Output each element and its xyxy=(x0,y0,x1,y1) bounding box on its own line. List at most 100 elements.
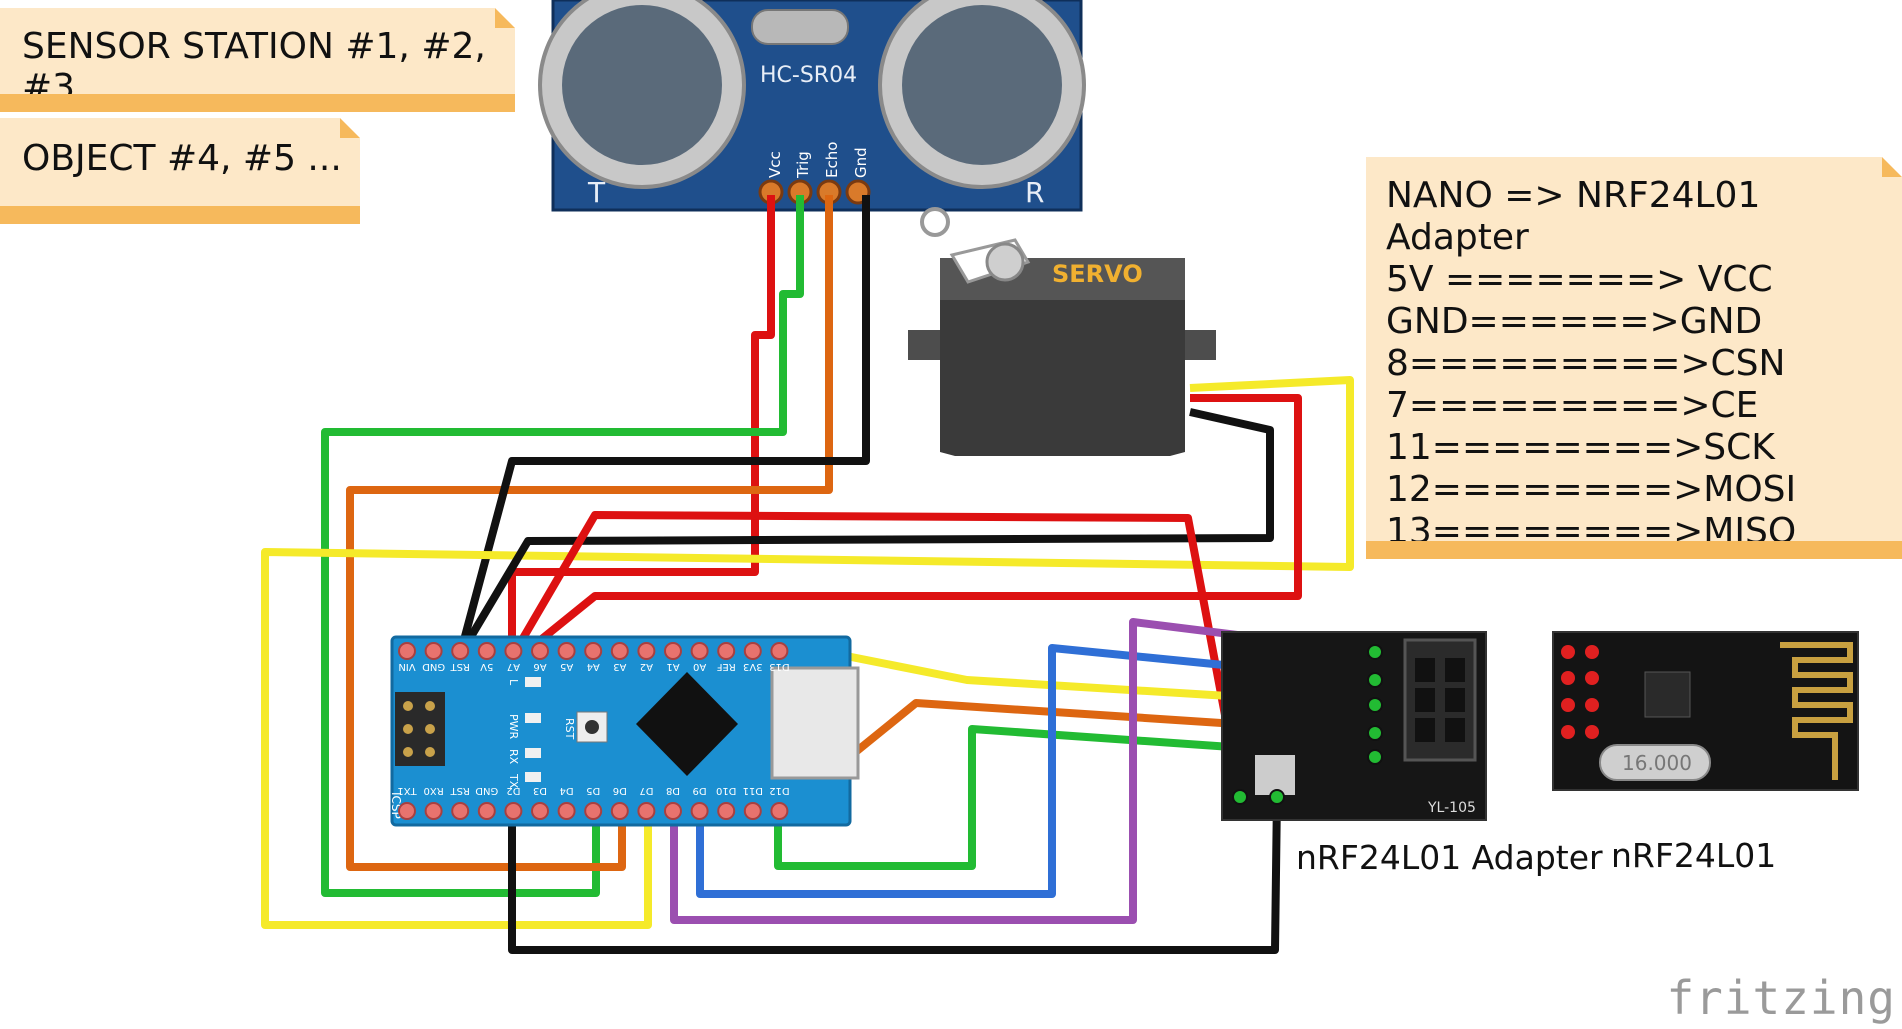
nano-side-label: TX xyxy=(507,773,520,789)
note-bar xyxy=(1366,541,1902,559)
wire-sensor-echo xyxy=(346,195,833,871)
note-sensor-stations-text: SENSOR STATION #1, #2, #3 xyxy=(22,26,486,108)
nano-pin-d2 xyxy=(504,802,523,820)
wire-sensor-gnd xyxy=(456,195,870,657)
pinmap-line: 8=========>CSN xyxy=(1386,343,1786,384)
adapter-pin-vcc xyxy=(1232,789,1248,805)
adapter-pin-sck xyxy=(1367,697,1383,713)
nano-pin-label: D6 xyxy=(613,785,627,796)
nano-pin-d9 xyxy=(690,802,709,820)
nano-leds: PWR TX RX L RST xyxy=(507,677,576,789)
radio-pin xyxy=(1585,698,1599,712)
adapter-pin-mosi xyxy=(1367,749,1383,765)
nano-pin-gnd xyxy=(424,642,443,660)
nano-side-label: L xyxy=(507,679,520,686)
nano-pin-tx1 xyxy=(398,802,416,820)
radio-crystal xyxy=(1599,744,1711,781)
nano-pin-d4 xyxy=(557,802,576,820)
nano-pin-ref xyxy=(717,642,736,660)
servo-motor: SERVO xyxy=(908,207,1216,456)
nano-pin-d8 xyxy=(664,802,682,820)
nano-pin-label: D9 xyxy=(693,785,707,796)
sensor-pin-label: Trig xyxy=(794,151,812,179)
sensor-mark-r: R xyxy=(1025,176,1044,209)
icsp-header: ICSP xyxy=(389,692,445,819)
servo-shaft xyxy=(985,242,1025,282)
nano-pin-label: A3 xyxy=(613,661,626,672)
nano-side-label: RST xyxy=(563,718,576,740)
nano-pin-label: D11 xyxy=(743,785,763,796)
nano-pin-d5 xyxy=(584,802,603,820)
radio-pin xyxy=(1561,645,1575,659)
nano-pin-label: D2 xyxy=(506,785,520,796)
nano-pin-rst xyxy=(451,802,470,820)
nano-pin-label: A7 xyxy=(507,661,520,672)
pinmap-line: 7=========>CE xyxy=(1386,385,1759,426)
radio-crystal-text: 16.000 xyxy=(1622,751,1692,775)
pinmap-line: 11========>SCK xyxy=(1386,427,1775,468)
radio-antenna-trace xyxy=(1780,642,1853,780)
nano-pin-label: 3V3 xyxy=(743,661,763,672)
note-fold xyxy=(340,118,360,138)
servo-horn-hole xyxy=(920,207,950,237)
wire-d7-ce xyxy=(670,618,1376,924)
note-bar xyxy=(0,94,515,112)
sensor-pin-label: Vcc xyxy=(766,151,784,178)
wires xyxy=(261,195,1376,954)
nano-pin-label: D8 xyxy=(666,785,680,796)
adapter-pin-gnd xyxy=(1269,789,1285,805)
pinmap-line: 5V =======> VCC xyxy=(1386,259,1773,300)
nano-pin-d6 xyxy=(610,802,629,820)
socket-hole xyxy=(1415,718,1435,742)
icsp-pin xyxy=(403,724,413,734)
radio-pin xyxy=(1561,725,1575,739)
icsp-pin xyxy=(425,701,435,711)
nano-pin-a4 xyxy=(584,642,603,660)
adapter-pin-csn xyxy=(1367,672,1383,688)
wire-sensor-trig xyxy=(321,195,804,897)
adapter-board-text: YL-105 xyxy=(1427,800,1476,816)
nano-pin-label: D12 xyxy=(769,785,789,796)
nano-pin-a2 xyxy=(637,642,656,660)
nano-pin-label: D7 xyxy=(639,785,653,796)
sensor-mesh-left xyxy=(562,5,722,165)
adapter-pin-ce xyxy=(1367,644,1383,660)
sensor-model-label: HC-SR04 xyxy=(760,63,857,88)
sensor-pin-label: Echo xyxy=(823,142,841,178)
note-fold xyxy=(1882,157,1902,177)
wire-servo-vcc xyxy=(519,394,1302,659)
socket-hole xyxy=(1415,658,1435,682)
nano-pin-label: 5V xyxy=(480,661,493,672)
nano-pin-label: D13 xyxy=(769,661,789,672)
nrf24l01-module: 16.000 xyxy=(1552,631,1859,791)
nano-pin-label: GND xyxy=(422,661,445,672)
nano-pin-3v3 xyxy=(743,642,762,660)
nano-pin-label: A5 xyxy=(560,661,573,672)
note-pin-mapping: NANO => NRF24L01 Adapter 5V =======> VCC… xyxy=(1366,157,1902,559)
wire-gnd-gnd xyxy=(508,794,1281,954)
nano-pin-gnd xyxy=(477,802,496,820)
servo-label: SERVO xyxy=(1052,260,1143,288)
reset-button[interactable] xyxy=(576,711,608,743)
icsp-block xyxy=(395,692,445,766)
nano-pin-label: A1 xyxy=(666,661,679,672)
wire-servo-gnd xyxy=(456,408,1274,658)
radio-chip xyxy=(1644,671,1691,718)
nano-pin-label: A0 xyxy=(693,661,706,672)
radio-label: nRF24L01 xyxy=(1611,836,1777,875)
nano-pin-d10 xyxy=(717,802,736,820)
nano-pin-label: GND xyxy=(475,785,498,796)
reset-button-cap xyxy=(585,720,599,734)
nano-pin-label: RST xyxy=(450,661,470,672)
sensor-crystal xyxy=(751,9,849,45)
icsp-pin xyxy=(425,747,435,757)
socket-hole xyxy=(1415,688,1435,712)
nano-side-label: RX xyxy=(507,749,520,765)
pinmap-line: GND======>GND xyxy=(1386,301,1763,342)
nano-pin-label: D3 xyxy=(533,785,547,796)
wire-sensor-vcc xyxy=(508,195,775,657)
socket-hole xyxy=(1445,658,1465,682)
nano-pin-a3 xyxy=(610,642,629,660)
nano-pin-label: RST xyxy=(450,785,470,796)
